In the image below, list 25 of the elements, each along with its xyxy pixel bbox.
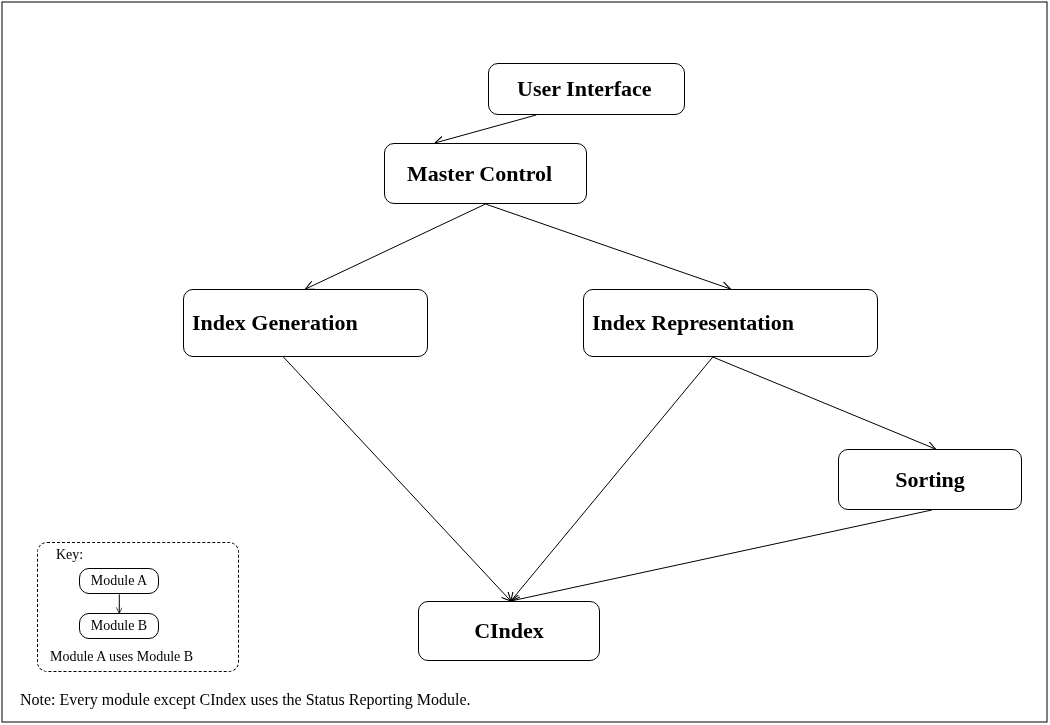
key-caption: Module A uses Module B bbox=[50, 649, 194, 665]
module-name: Sorting bbox=[895, 466, 965, 493]
module-name: Module A bbox=[90, 573, 148, 589]
module-box bbox=[79, 613, 159, 639]
module-box bbox=[183, 289, 428, 357]
arrow bbox=[485, 203, 732, 291]
module-box bbox=[79, 568, 159, 594]
module-box bbox=[488, 63, 685, 115]
module-name: Index Generation bbox=[192, 310, 358, 336]
module-name: User Interface bbox=[517, 76, 652, 102]
arrow bbox=[282, 356, 512, 602]
key-box bbox=[37, 542, 239, 672]
module-box bbox=[838, 449, 1022, 510]
module-name: CIndex bbox=[474, 618, 544, 644]
key-heading: Key: bbox=[56, 547, 84, 563]
arrow bbox=[510, 356, 714, 602]
module-name: Index Representation bbox=[592, 310, 794, 336]
module-name: Master Control bbox=[407, 160, 553, 187]
note-text: Note: Every module except CIndex uses the Status Reporting Module. bbox=[20, 691, 471, 709]
arrow bbox=[712, 356, 937, 451]
arrow bbox=[304, 203, 486, 290]
module-name: Module B bbox=[90, 618, 148, 634]
module-box bbox=[583, 289, 878, 357]
module-box bbox=[418, 601, 600, 661]
module-box bbox=[384, 143, 587, 204]
